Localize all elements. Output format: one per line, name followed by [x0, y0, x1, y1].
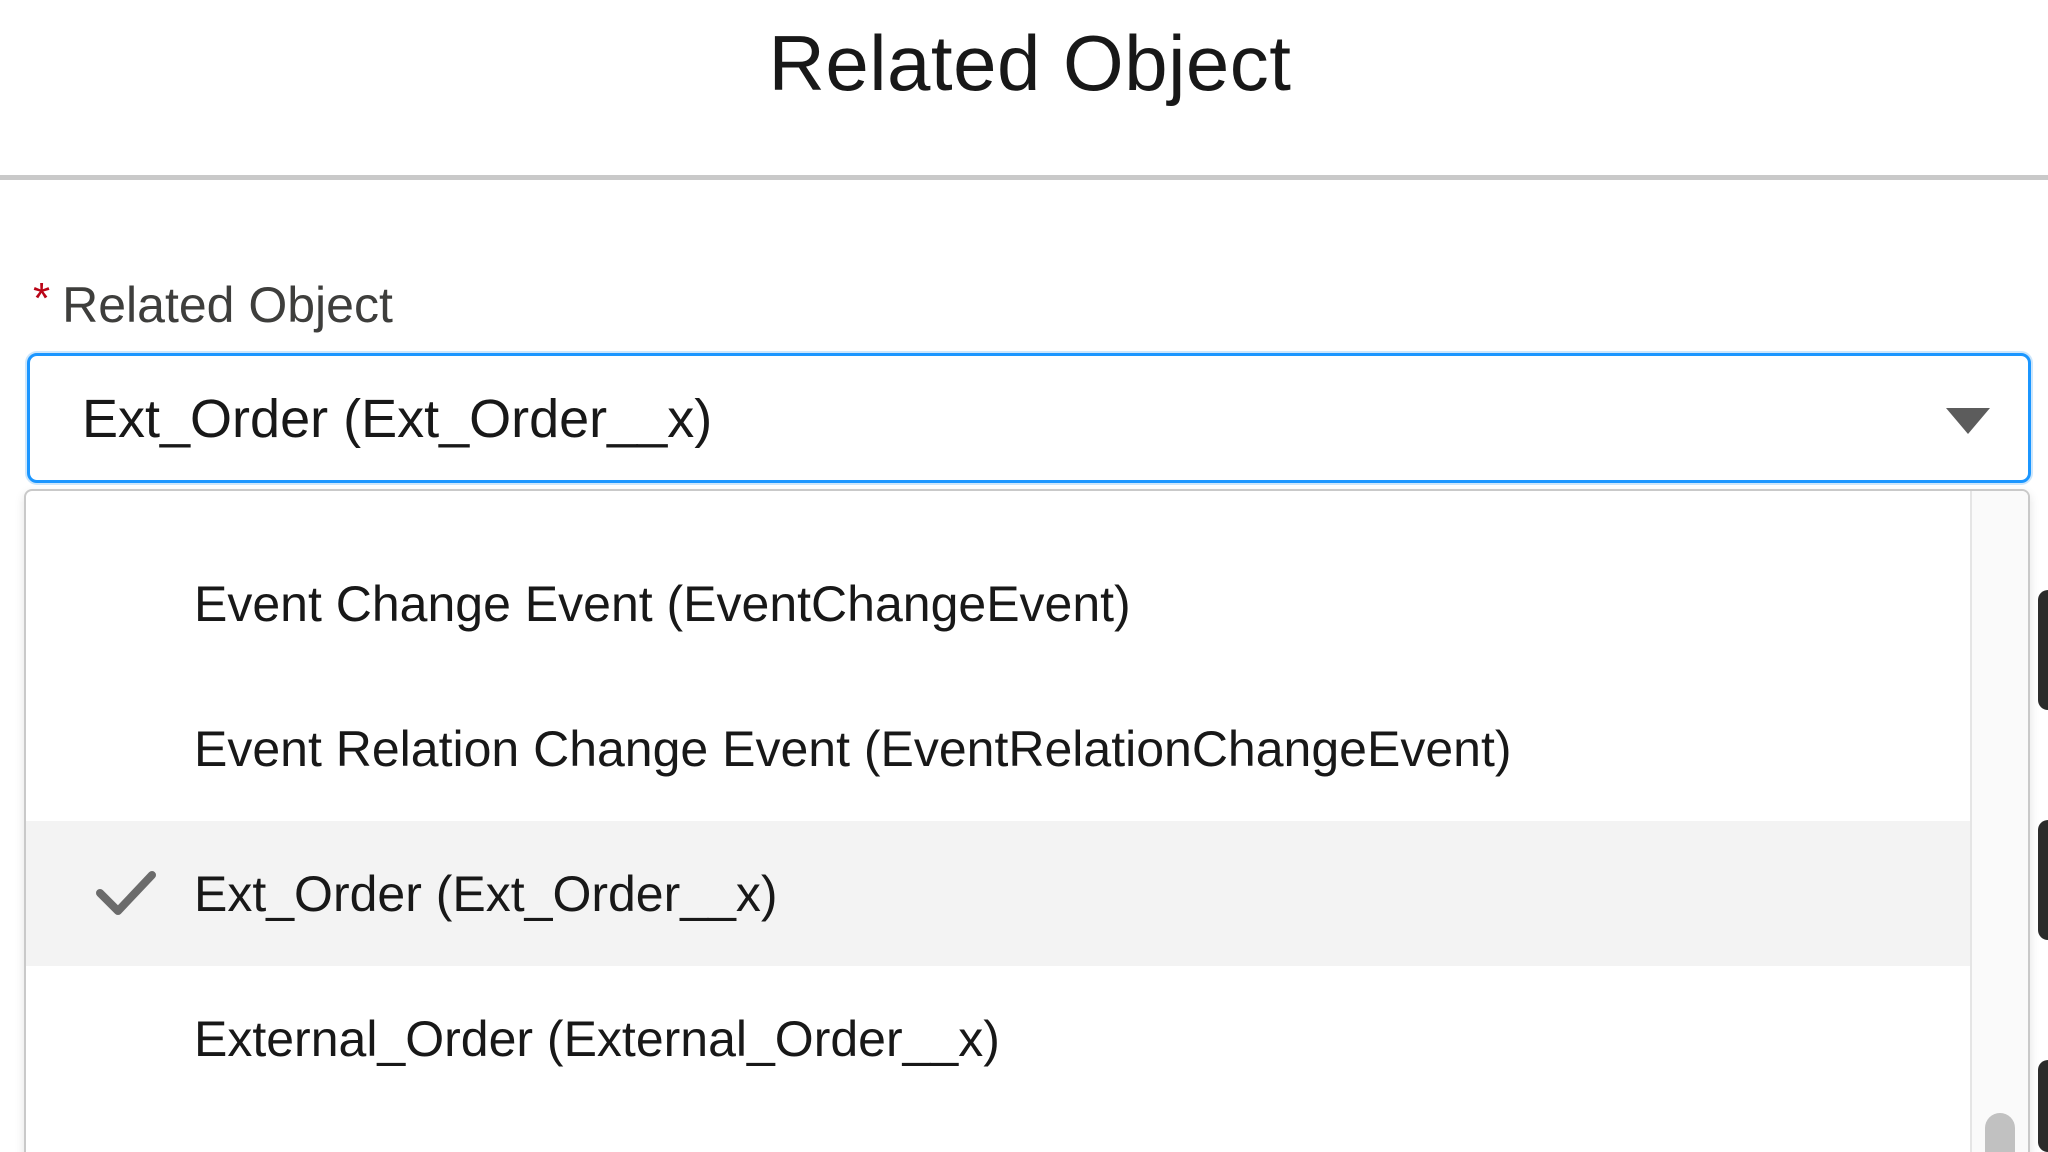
modal-header: Related Object: [0, 0, 2048, 180]
option-label: Event Relation Change Event (EventRelati…: [194, 721, 1512, 777]
modal-title: Related Object: [768, 19, 1292, 107]
listbox-scrollbar[interactable]: [1970, 491, 2028, 1152]
check-icon: [96, 869, 156, 919]
option-ext-order[interactable]: Ext_Order (Ext_Order__x): [26, 821, 1971, 966]
field-label-text: Related Object: [62, 277, 393, 333]
option-event-change-event[interactable]: Event Change Event (EventChangeEvent): [26, 531, 1971, 676]
combobox-selected-value: Ext_Order (Ext_Order__x): [82, 389, 713, 449]
related-object-listbox[interactable]: Event Change Event (EventChangeEvent) Ev…: [24, 489, 2030, 1152]
option-label: Event Change Event (EventChangeEvent): [194, 576, 1131, 632]
option-label: External_Order (External_Order__x): [194, 1011, 1000, 1067]
option-external-order[interactable]: External_Order (External_Order__x): [26, 966, 1971, 1111]
background-edge: [2038, 1060, 2048, 1152]
chevron-down-icon[interactable]: [1946, 408, 1990, 434]
background-edge: [2038, 590, 2048, 710]
required-indicator: *: [33, 274, 51, 323]
background-edge: [2038, 820, 2048, 940]
scrollbar-thumb[interactable]: [1985, 1113, 2015, 1152]
option-label: Ext_Order (Ext_Order__x): [194, 866, 778, 922]
option-event-relation-change-event[interactable]: Event Relation Change Event (EventRelati…: [26, 676, 1971, 821]
related-object-combobox[interactable]: Ext_Order (Ext_Order__x): [27, 353, 2031, 483]
field-label: * Related Object: [33, 274, 393, 334]
